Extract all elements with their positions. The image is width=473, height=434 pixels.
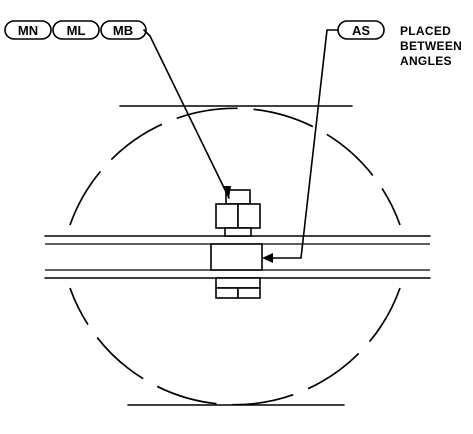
note-line-2: BETWEEN xyxy=(400,39,462,53)
nut-top xyxy=(215,189,261,237)
callout-mb-text: MB xyxy=(113,23,133,38)
callout-ml xyxy=(52,20,100,40)
callout-mb xyxy=(100,20,147,40)
callout-ml-text: ML xyxy=(67,23,86,38)
bolt-head-bottom xyxy=(215,277,261,299)
note-line-1: PLACED xyxy=(400,24,451,38)
callout-spacer: AS xyxy=(337,20,385,40)
spacer-leader xyxy=(262,29,339,263)
callout-mn-text: MN xyxy=(18,23,38,38)
callout-as xyxy=(337,20,385,40)
note-line-3: ANGLES xyxy=(400,54,452,68)
callout-as-text: AS xyxy=(352,23,370,38)
placement-note: PLACED BETWEEN ANGLES xyxy=(400,24,462,68)
bolt-leader xyxy=(143,29,231,199)
callout-bolt-group: MN ML MB xyxy=(4,20,147,40)
spacer-block xyxy=(210,243,263,271)
callout-mn xyxy=(4,20,52,40)
